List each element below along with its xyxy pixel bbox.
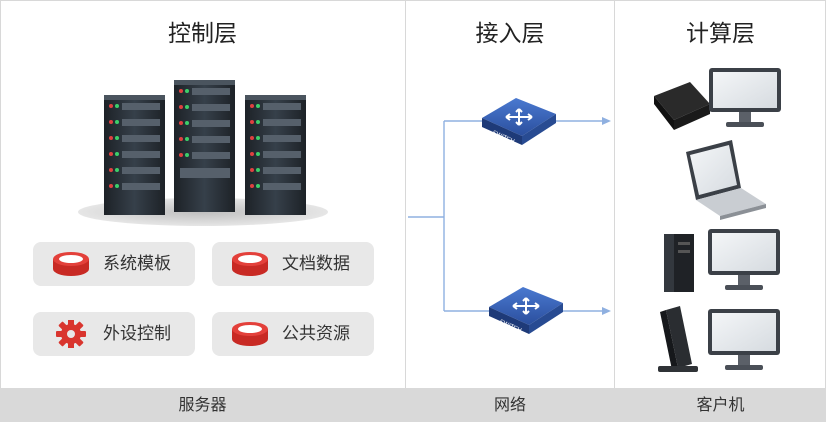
- footer-label-server: 服务器: [178, 395, 227, 414]
- gear-icon: [56, 320, 86, 348]
- footer-label-network: 网络: [493, 395, 526, 414]
- divider-access-compute: [614, 0, 615, 388]
- divider-control-access: [405, 0, 406, 388]
- feature-pill-document-data: 文档数据: [212, 242, 374, 286]
- feature-pill-peripheral-control: 外设控制: [33, 312, 195, 356]
- server-rack-left: [104, 95, 165, 215]
- disk-icon: [53, 252, 89, 276]
- feature-label: 外设控制: [103, 324, 171, 344]
- switch-icon-top: [482, 98, 556, 145]
- diagram-graphics: SWITCH SWITCH: [78, 68, 781, 372]
- client-desktop-box-monitor-icon: [654, 68, 781, 130]
- feature-pill-public-resources: 公共资源: [212, 312, 374, 356]
- client-thin-client-monitor-icon: [658, 306, 780, 372]
- server-racks-icon: [78, 80, 328, 226]
- server-rack-right: [245, 95, 306, 215]
- disk-icon: [232, 322, 268, 346]
- compute-layer-title: 计算层: [686, 21, 755, 47]
- arrowheads: [602, 117, 611, 315]
- feature-label: 公共资源: [282, 324, 350, 344]
- client-tower-monitor-icon: [664, 229, 780, 292]
- server-rack-middle: [174, 80, 235, 212]
- switch-icon-bottom: [489, 287, 563, 334]
- feature-label: 系统模板: [103, 254, 171, 274]
- feature-label: 文档数据: [282, 254, 350, 274]
- network-connection-lines: [408, 120, 606, 312]
- footer-bar: 服务器 网络 客户机: [0, 388, 826, 422]
- control-layer-title: 控制层: [168, 21, 237, 47]
- disk-icon: [232, 252, 268, 276]
- access-layer-title: 接入层: [475, 21, 545, 47]
- footer-label-client: 客户机: [696, 395, 745, 414]
- client-laptop-icon: [686, 140, 766, 220]
- feature-pill-system-template: 系统模板: [33, 242, 195, 286]
